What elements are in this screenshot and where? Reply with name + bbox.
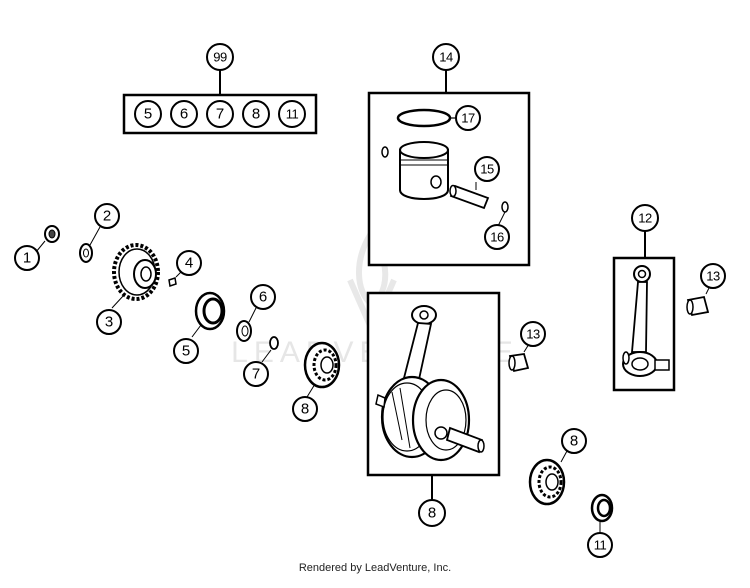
callout-2[interactable]: 2	[94, 203, 120, 229]
callout-17[interactable]: 17	[455, 105, 481, 131]
callout-14-label: 14	[439, 50, 453, 65]
ball-bearing-left-part[interactable]	[303, 341, 341, 389]
callout-1[interactable]: 1	[14, 245, 40, 271]
callout-6[interactable]: 6	[250, 284, 276, 310]
callout-13-right[interactable]: 13	[700, 263, 726, 289]
connecting-rod-part[interactable]	[622, 265, 670, 377]
kit-callout-11[interactable]: 11	[278, 100, 306, 128]
callout-4-label: 4	[185, 255, 193, 272]
kit-callout-6[interactable]: 6	[170, 100, 198, 128]
rendered-by-credit: Rendered by LeadVenture, Inc.	[298, 562, 452, 574]
callout-5[interactable]: 5	[173, 338, 199, 364]
kit-callout-6-label: 6	[180, 106, 188, 123]
callout-17-label: 17	[461, 111, 475, 126]
callout-8-right[interactable]: 8	[561, 428, 587, 454]
callout-99-label: 99	[213, 50, 227, 65]
gear-part[interactable]	[112, 243, 160, 301]
callout-1-label: 1	[23, 250, 31, 267]
lower-right-parts: 8 11	[528, 428, 614, 558]
callout-8-center-label: 8	[428, 505, 436, 522]
kit-callout-11-label: 11	[286, 107, 299, 122]
left-side-parts: 1 2 3 4	[14, 203, 341, 422]
oil-seal-part[interactable]	[194, 291, 226, 331]
callout-6-label: 6	[259, 289, 267, 306]
callout-16-label: 16	[490, 230, 504, 245]
washer-part[interactable]	[79, 243, 93, 263]
kit-callout-5-label: 5	[144, 106, 152, 123]
circlip-left-part[interactable]	[381, 146, 389, 158]
callout-14[interactable]: 14	[432, 43, 460, 71]
callout-13-right-label: 13	[706, 269, 720, 284]
callout-3-label: 3	[105, 314, 113, 331]
ball-bearing-right-part[interactable]	[528, 458, 566, 506]
callout-8-left[interactable]: 8	[292, 396, 318, 422]
callout-12-label: 12	[638, 211, 652, 226]
callout-13-center[interactable]: 13	[520, 321, 546, 347]
o-ring-part[interactable]	[269, 336, 279, 350]
woodruff-key-part[interactable]	[168, 277, 177, 287]
callout-7-label: 7	[252, 366, 260, 383]
piston-part[interactable]	[399, 141, 449, 200]
callout-7[interactable]: 7	[243, 361, 269, 387]
callout-15-label: 15	[480, 162, 494, 177]
callout-11-label: 11	[594, 538, 607, 553]
callout-12[interactable]: 12	[631, 204, 659, 232]
callout-13-center-label: 13	[526, 327, 540, 342]
callout-99[interactable]: 99	[206, 43, 234, 71]
callout-15[interactable]: 15	[474, 156, 500, 182]
callout-3[interactable]: 3	[96, 309, 122, 335]
piston-group-14: 14 17 15	[367, 43, 531, 267]
callout-8-left-label: 8	[301, 401, 309, 418]
callout-16[interactable]: 16	[484, 224, 510, 250]
kit-callout-5[interactable]: 5	[134, 100, 162, 128]
spacer-ring-part[interactable]	[236, 320, 252, 342]
crankshaft-group: 8 13	[366, 291, 546, 527]
kit-99-group: 99 5 6 7 8 11	[122, 43, 318, 135]
callout-5-label: 5	[182, 343, 190, 360]
callout-8-center[interactable]: 8	[418, 499, 446, 527]
callout-11[interactable]: 11	[587, 532, 613, 558]
crankshaft-part[interactable]	[375, 305, 485, 462]
callout-4[interactable]: 4	[176, 250, 202, 276]
nut-part[interactable]	[44, 225, 60, 243]
callout-2-label: 2	[103, 208, 111, 225]
needle-bearing-right-part[interactable]	[686, 295, 710, 317]
kit-callout-8-label: 8	[252, 106, 260, 123]
kit-callout-7[interactable]: 7	[206, 100, 234, 128]
piston-pin-part[interactable]	[449, 184, 490, 210]
conrod-group-12: 12 13	[612, 204, 726, 392]
kit-callout-8[interactable]: 8	[242, 100, 270, 128]
kit-callout-7-label: 7	[216, 106, 224, 123]
callout-8-right-label: 8	[570, 433, 578, 450]
oil-seal-right-part[interactable]	[590, 493, 614, 523]
needle-bearing-center-part[interactable]	[508, 352, 530, 373]
